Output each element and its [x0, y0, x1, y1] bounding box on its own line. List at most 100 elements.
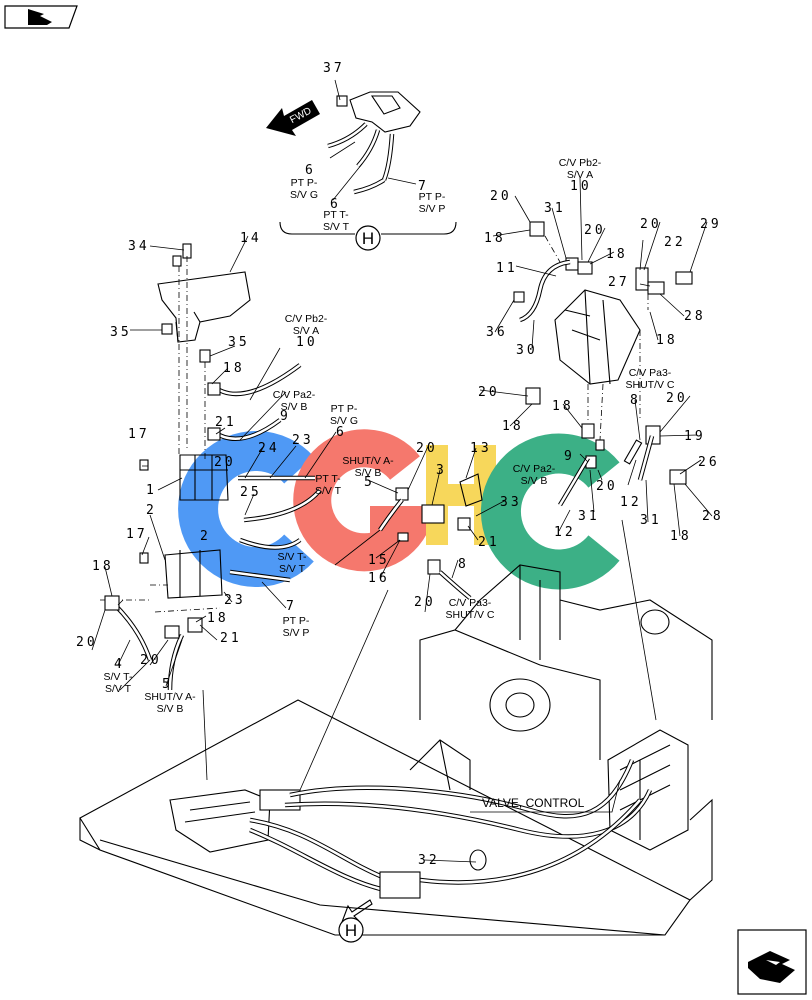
svg-text:C/V Pa3-: C/V Pa3- — [449, 597, 492, 609]
svg-text:S/V B: S/V B — [281, 401, 308, 413]
part-number: 6 — [330, 197, 338, 212]
part-number: 5 — [364, 475, 372, 490]
part-number: 18 — [656, 333, 678, 348]
part-number: 28 — [684, 309, 706, 324]
hose-label: PT P- S/V P — [283, 615, 310, 639]
part-number: 2 — [200, 529, 208, 544]
part-number: 18 — [552, 399, 574, 414]
part-number: 18 — [606, 247, 628, 262]
left-bracket-assembly — [100, 243, 322, 691]
svg-text:C/V Pb2-: C/V Pb2- — [559, 157, 602, 169]
svg-text:C/V Pa3-: C/V Pa3- — [629, 367, 672, 379]
part-number: 7 — [286, 599, 294, 614]
part-number: 6 — [336, 425, 344, 440]
hose-label: C/V Pa2- S/V B — [513, 463, 556, 487]
watermark-letter-g — [293, 429, 442, 572]
view-h-letter: H — [362, 229, 374, 248]
part-number: 35 — [228, 335, 250, 350]
part-number: 18 — [484, 231, 506, 246]
part-number: 9 — [280, 409, 288, 424]
valve-control-callout: VALVE, CONTROL — [470, 779, 621, 813]
part-number: 3 — [436, 463, 444, 478]
part-number: 23 — [292, 433, 314, 448]
svg-text:S/V B: S/V B — [521, 475, 548, 487]
part-number: 20 — [416, 441, 438, 456]
part-number: 11 — [496, 261, 518, 276]
page-forward-button[interactable] — [737, 929, 807, 995]
svg-text:C/V Pa2-: C/V Pa2- — [513, 463, 556, 475]
part-number: 24 — [258, 441, 280, 456]
part-number: 4 — [114, 657, 122, 672]
svg-text:S/V P: S/V P — [419, 203, 446, 215]
svg-text:SHUT/V C: SHUT/V C — [625, 379, 674, 391]
svg-text:PT P-: PT P- — [331, 403, 358, 415]
hose-label: C/V Pa3- SHUT/V C — [445, 597, 494, 621]
svg-text:S/V T: S/V T — [105, 683, 132, 695]
middle-fittings — [334, 473, 483, 600]
hose-label: PT T- S/V T — [315, 473, 342, 497]
hose-label: S/V T- S/V T — [104, 671, 133, 695]
svg-text:S/V T: S/V T — [279, 563, 306, 575]
part-number: 14 — [240, 231, 262, 246]
part-number: 25 — [240, 485, 262, 500]
part-number: 21 — [220, 631, 242, 646]
part-number: 13 — [470, 441, 492, 456]
page-back-icon — [28, 9, 52, 25]
watermark — [178, 429, 620, 590]
part-number: 6 — [305, 163, 313, 178]
part-number: 23 — [224, 593, 246, 608]
hose-label: S/V T- S/V T — [278, 551, 307, 575]
view-h-marker-letter: H — [345, 921, 357, 940]
part-number: 18 — [502, 419, 524, 434]
part-number: 31 — [578, 509, 600, 524]
part-number: 20 — [596, 479, 618, 494]
part-number: 7 — [418, 179, 426, 194]
svg-text:S/V G: S/V G — [290, 189, 318, 201]
hose-label: PT P- S/V P — [419, 191, 446, 215]
svg-text:SHUT/V A-: SHUT/V A- — [144, 691, 196, 703]
fwd-arrow: FWD — [266, 100, 320, 136]
part-number: 8 — [630, 393, 638, 408]
part-number: 26 — [698, 455, 720, 470]
page-back-button[interactable] — [4, 5, 78, 29]
part-number: 20 — [640, 217, 662, 232]
part-number: 20 — [140, 653, 162, 668]
svg-text:S/V P: S/V P — [283, 627, 310, 639]
part-number: 20 — [584, 223, 606, 238]
part-number: 36 — [486, 325, 508, 340]
svg-text:S/V T-: S/V T- — [278, 551, 307, 563]
svg-text:S/V T-: S/V T- — [104, 671, 133, 683]
hose-label: SHUT/V A- S/V B — [144, 691, 196, 715]
part-number: 18 — [92, 559, 114, 574]
svg-text:C/V Pa2-: C/V Pa2- — [273, 389, 316, 401]
part-number: 20 — [214, 455, 236, 470]
part-number: 17 — [128, 427, 150, 442]
hose-labels: PT P- S/V G PT T- S/V T PT P- S/V P C/V … — [104, 157, 675, 715]
part-number-labels: 37 6 6 7 34 14 35 35 10 18 21 9 17 1 20 … — [76, 61, 721, 868]
part-number: 18 — [207, 611, 229, 626]
svg-text:S/V T: S/V T — [315, 485, 342, 497]
svg-text:SHUT/V A-: SHUT/V A- — [342, 455, 394, 467]
part-number: 10 — [570, 179, 592, 194]
part-number: 20 — [666, 391, 688, 406]
page-forward-icon — [748, 951, 795, 983]
watermark-letter-c2 — [481, 433, 620, 590]
hose-label: PT T- S/V T — [323, 209, 350, 233]
svg-text:PT T-: PT T- — [323, 209, 349, 221]
svg-text:PT P-: PT P- — [283, 615, 310, 627]
view-h-marker: H — [338, 917, 364, 943]
part-number: 21 — [478, 535, 500, 550]
svg-text:S/V B: S/V B — [157, 703, 184, 715]
part-number: 19 — [684, 429, 706, 444]
part-number: 2 — [146, 503, 154, 518]
detail-view-h: FWD H — [266, 79, 457, 251]
part-number: 20 — [478, 385, 500, 400]
hose-label: C/V Pa2- S/V B — [273, 389, 316, 413]
part-number: 37 — [323, 61, 345, 76]
svg-text:PT P-: PT P- — [291, 177, 318, 189]
part-number: 30 — [516, 343, 538, 358]
hose-label: PT P- S/V G — [330, 403, 358, 427]
part-number: 20 — [76, 635, 98, 650]
part-number: 12 — [554, 525, 576, 540]
